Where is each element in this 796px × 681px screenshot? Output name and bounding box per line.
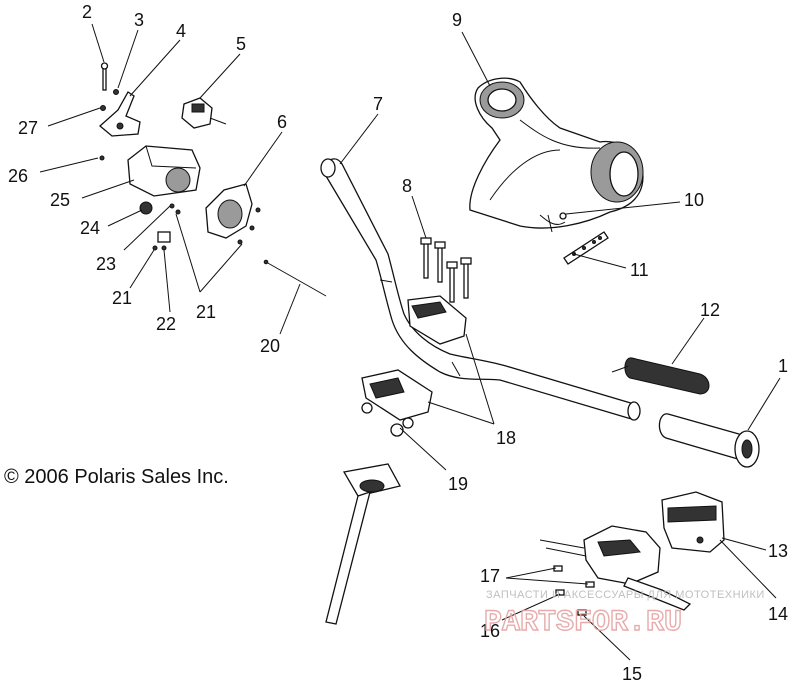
callout-labels: 2 3 4 5 6 7 8 9 10 11 12 1 13 14 15 16 1… xyxy=(8,2,788,681)
callout-17: 17 xyxy=(480,566,500,586)
watermark-tagline: ЗАПЧАСТИ И АКСЕССУАРЫ ДЛЯ МОТОТЕХНИКИ xyxy=(486,589,765,601)
callout-23: 23 xyxy=(96,254,116,274)
callout-9: 9 xyxy=(452,10,462,30)
callout-1: 1 xyxy=(778,356,788,376)
callout-6: 6 xyxy=(277,112,287,132)
callout-12: 12 xyxy=(700,300,720,320)
part-18-clamps xyxy=(361,295,467,421)
callout-10: 10 xyxy=(684,190,704,210)
copyright-notice: © 2006 Polaris Sales Inc. xyxy=(4,466,229,488)
callout-8: 8 xyxy=(402,176,412,196)
part-7-handlebar xyxy=(320,158,641,421)
callout-22: 22 xyxy=(156,314,176,334)
left-control-assembly xyxy=(99,62,327,297)
part-19-nuts xyxy=(361,402,414,437)
steering-post xyxy=(325,463,401,625)
callout-27: 27 xyxy=(18,118,38,138)
callout-11: 11 xyxy=(630,260,649,280)
callout-4: 4 xyxy=(176,21,186,41)
callout-21-left: 21 xyxy=(112,288,132,308)
callout-19: 19 xyxy=(448,474,468,494)
part-10-11-retainers xyxy=(559,212,609,265)
callout-26: 26 xyxy=(8,166,28,186)
callout-5: 5 xyxy=(236,34,246,54)
callout-15: 15 xyxy=(622,664,642,681)
callout-2: 2 xyxy=(82,2,92,22)
callout-16: 16 xyxy=(480,621,500,641)
part-9-pod-cover xyxy=(469,77,644,233)
callout-21-right: 21 xyxy=(196,302,216,322)
right-control-assembly xyxy=(539,491,725,616)
callout-24: 24 xyxy=(80,218,100,238)
callout-14: 14 xyxy=(768,604,788,624)
watermark: ЗАПЧАСТИ И АКСЕССУАРЫ ДЛЯ МОТОТЕХНИКИ PA… xyxy=(483,589,765,641)
callout-18: 18 xyxy=(496,428,516,448)
callout-7: 7 xyxy=(373,94,383,114)
callout-25: 25 xyxy=(50,190,70,210)
part-8-bolts xyxy=(420,237,472,303)
callout-3: 3 xyxy=(134,10,144,30)
part-12-grip xyxy=(611,357,710,395)
watermark-logo: PARTSFOR.RU xyxy=(484,606,682,640)
part-1-grip xyxy=(658,413,760,468)
callout-13: 13 xyxy=(768,541,788,561)
callout-20: 20 xyxy=(260,336,280,356)
leader-lines xyxy=(39,23,781,661)
